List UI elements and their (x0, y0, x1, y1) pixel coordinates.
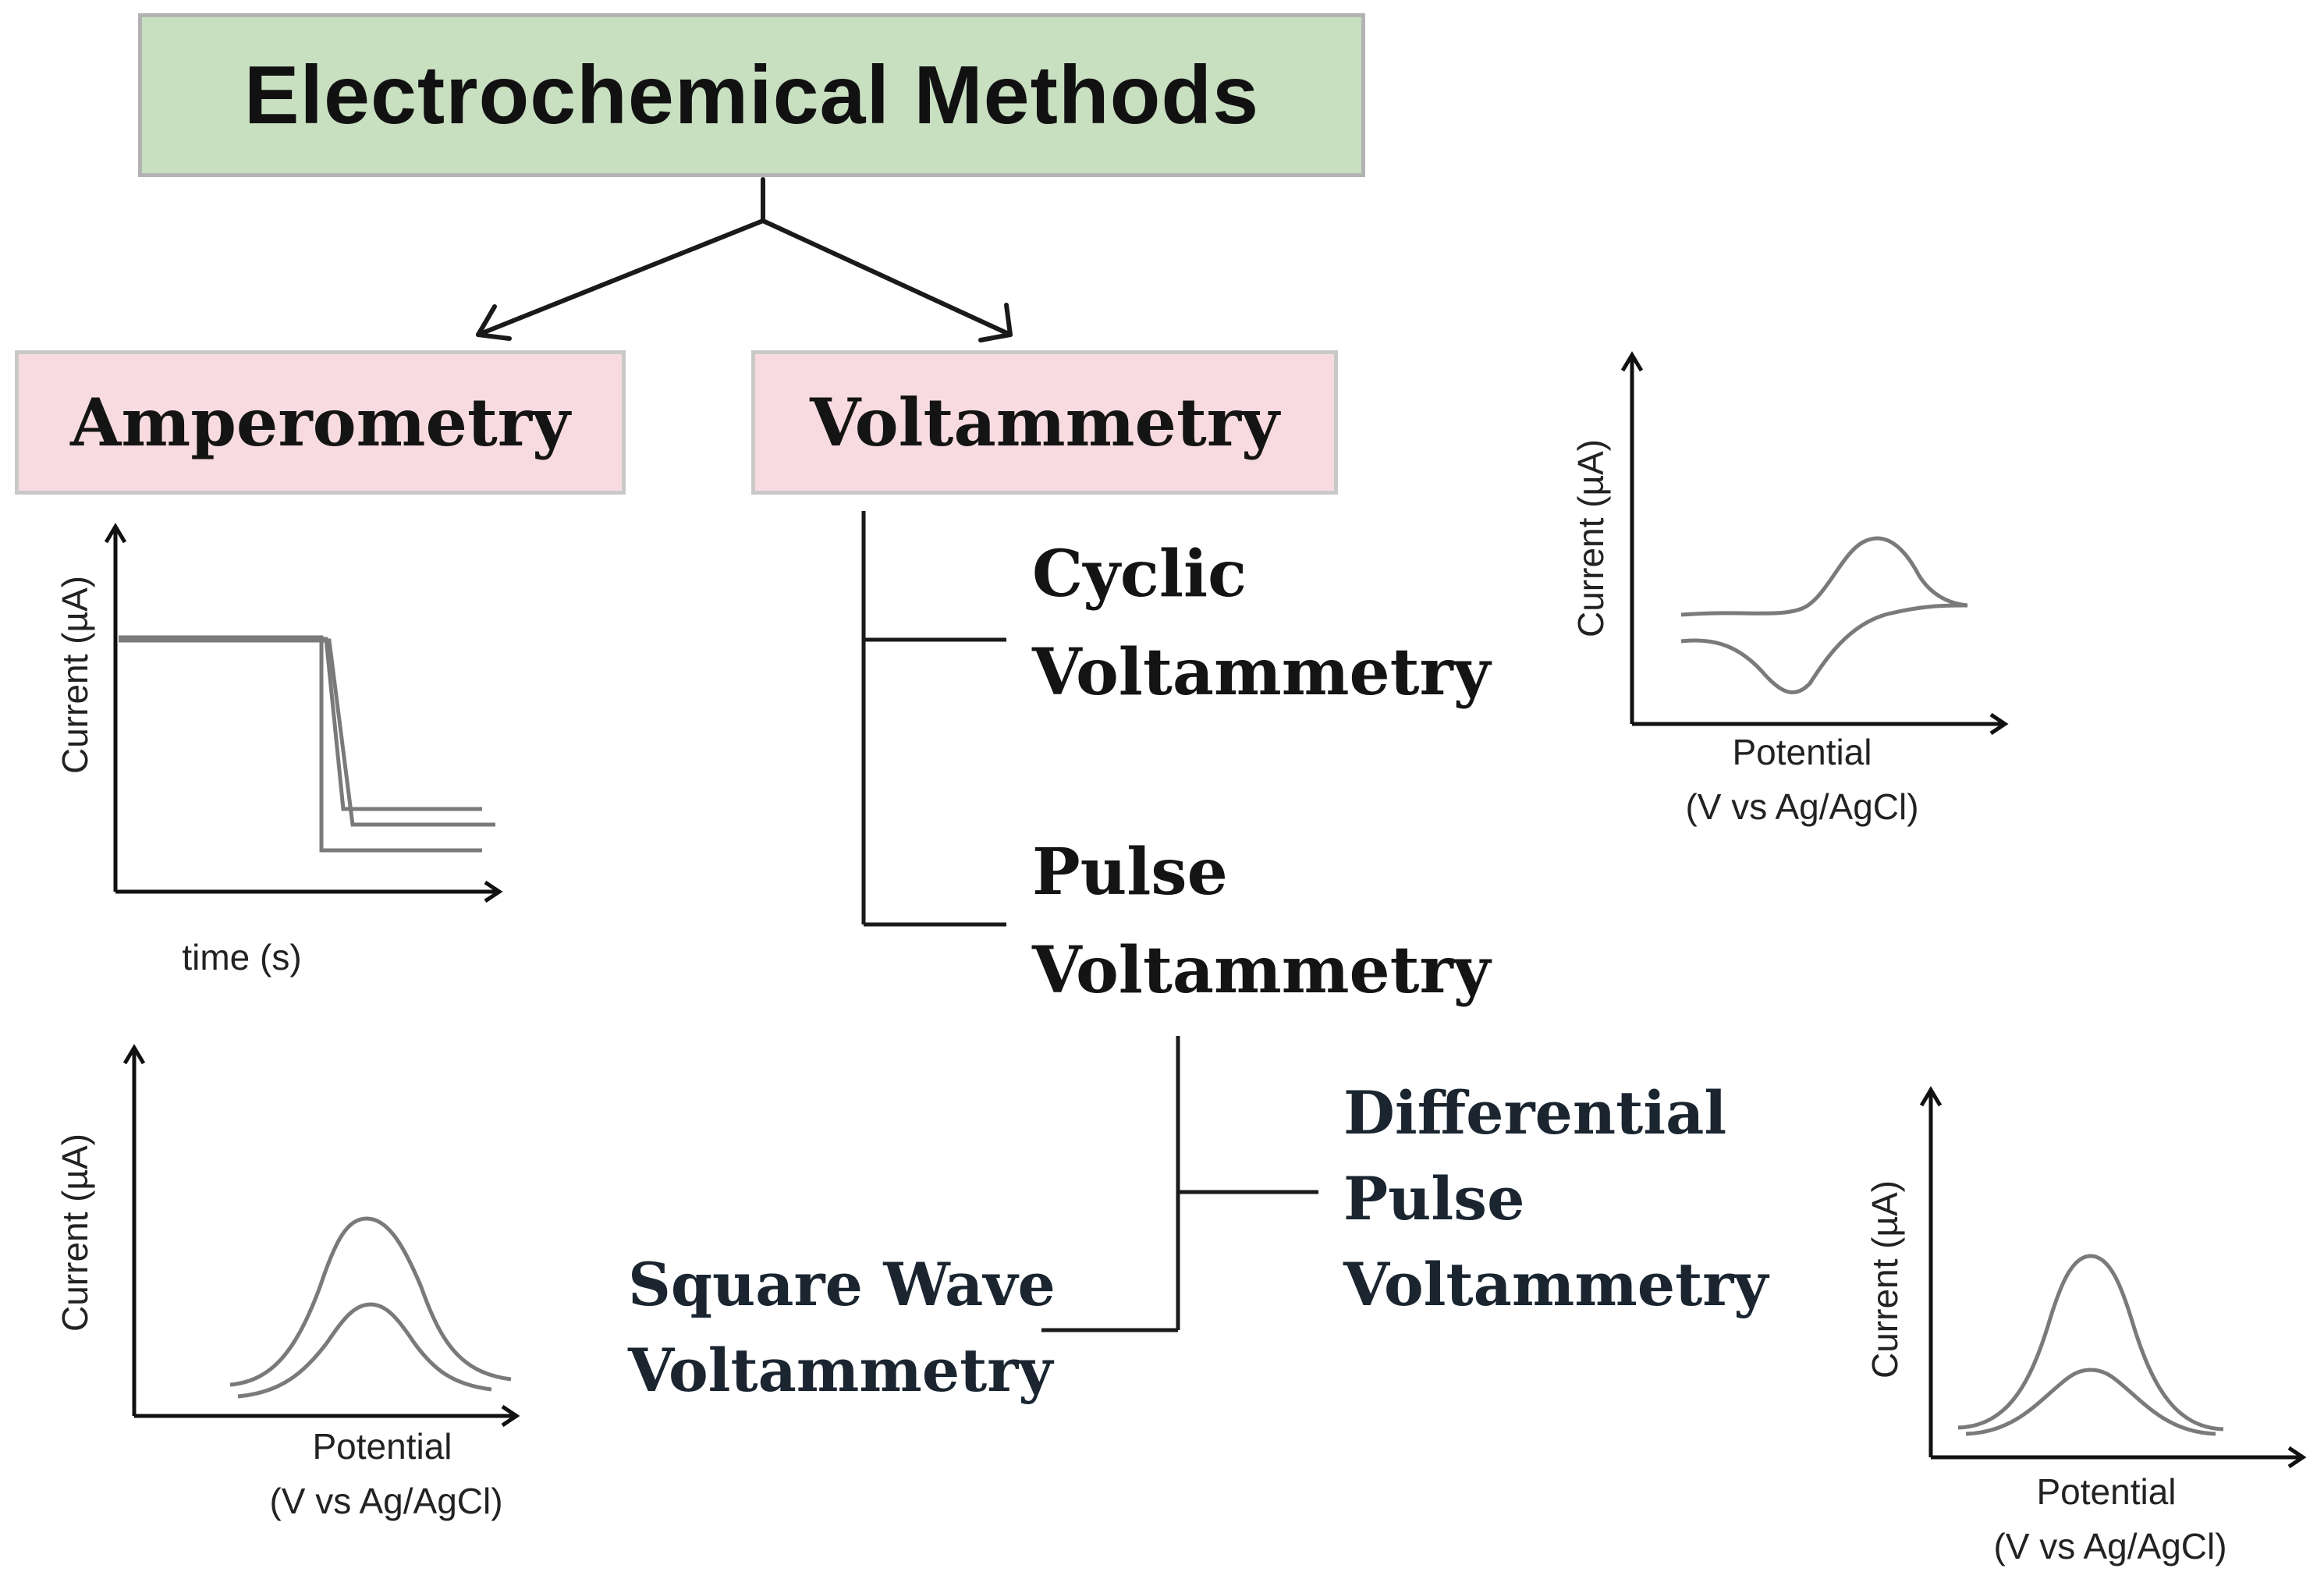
root-node-label: Electrochemical Methods (243, 48, 1260, 141)
square-wave-curve-low (237, 1302, 492, 1399)
amperometry-curves (119, 635, 495, 853)
differential-line1: Differential (1343, 1078, 1727, 1148)
method-node-amperometry: Amperometry (15, 350, 626, 495)
amperometry-label: Amperometry (70, 384, 570, 461)
differential-curve-low (1965, 1368, 2216, 1436)
differential-curves (1957, 1254, 2224, 1436)
differential-line2: Pulse (1343, 1164, 1525, 1233)
square-wave-axes (122, 1044, 520, 1428)
cyclic-chart: Current (µA) Potential (V vs Ag/AgCl) (1570, 351, 2009, 827)
pulse-line1: Pulse (1032, 835, 1228, 910)
pulse-line2: Voltammetry (1032, 933, 1491, 1008)
square-wave-line1: Square Wave (628, 1250, 1056, 1319)
square-wave-curves (229, 1216, 512, 1399)
cyclic-x-label-line1: Potential (1732, 732, 1872, 772)
amperometry-curve-3 (119, 638, 495, 827)
square-wave-y-label: Current (µA) (55, 1134, 95, 1332)
cyclic-line1: Cyclic (1032, 537, 1247, 612)
square-wave-x-label-line2: (V vs Ag/AgCl) (269, 1481, 502, 1521)
root-node-electrochemical-methods: Electrochemical Methods (138, 13, 1365, 177)
amperometry-curve-1 (119, 635, 482, 853)
pulse-tree-connector (1041, 1036, 1318, 1332)
cyclic-oxidation-curve (1680, 536, 1968, 617)
differential-line3: Voltammetry (1343, 1250, 1769, 1319)
differential-x-label-line2: (V vs Ag/AgCl) (1993, 1526, 2226, 1566)
cyclic-reduction-curve (1680, 603, 1968, 694)
amperometry-x-label: time (s) (182, 937, 301, 978)
node-square-wave-voltammetry: Square Wave Voltammetry (628, 1242, 1056, 1414)
square-wave-chart: Current (µA) Potential (V vs Ag/AgCl) (55, 1044, 520, 1521)
cyclic-curves (1680, 536, 1968, 694)
voltammetry-label: Voltammetry (810, 384, 1279, 461)
cyclic-x-label-line2: (V vs Ag/AgCl) (1685, 786, 1918, 827)
differential-y-label: Current (µA) (1865, 1180, 1905, 1378)
differential-axes (1919, 1086, 2307, 1469)
cyclic-axes (1620, 351, 2009, 736)
arrow-to-voltammetry (978, 303, 1013, 342)
cyclic-line2: Voltammetry (1032, 635, 1491, 710)
voltammetry-tree-connector (861, 511, 1006, 927)
square-wave-curve-high (229, 1216, 512, 1387)
node-pulse-voltammetry: Pulse Voltammetry (1032, 828, 1490, 1014)
node-differential-pulse-voltammetry: Differential Pulse Voltammetry (1343, 1070, 1768, 1328)
node-cyclic-voltammetry: Cyclic Voltammetry (1032, 530, 1490, 716)
differential-chart: Current (µA) Potential (V vs Ag/AgCl) (1865, 1086, 2307, 1566)
differential-curve-high (1957, 1254, 2224, 1432)
cyclic-y-label: Current (µA) (1570, 439, 1611, 637)
method-node-voltammetry: Voltammetry (751, 350, 1338, 495)
amperometry-curve-2 (119, 637, 482, 811)
amperometry-y-label: Current (µA) (55, 576, 95, 774)
root-connector (476, 177, 1013, 337)
arrow-to-amperometry (476, 304, 512, 341)
amperometry-chart: Current (µA) time (s) (55, 523, 503, 978)
amperometry-axes (104, 523, 503, 903)
square-wave-line2: Voltammetry (628, 1336, 1053, 1405)
square-wave-x-label-line1: Potential (312, 1426, 452, 1467)
differential-x-label-line1: Potential (2036, 1471, 2176, 1512)
